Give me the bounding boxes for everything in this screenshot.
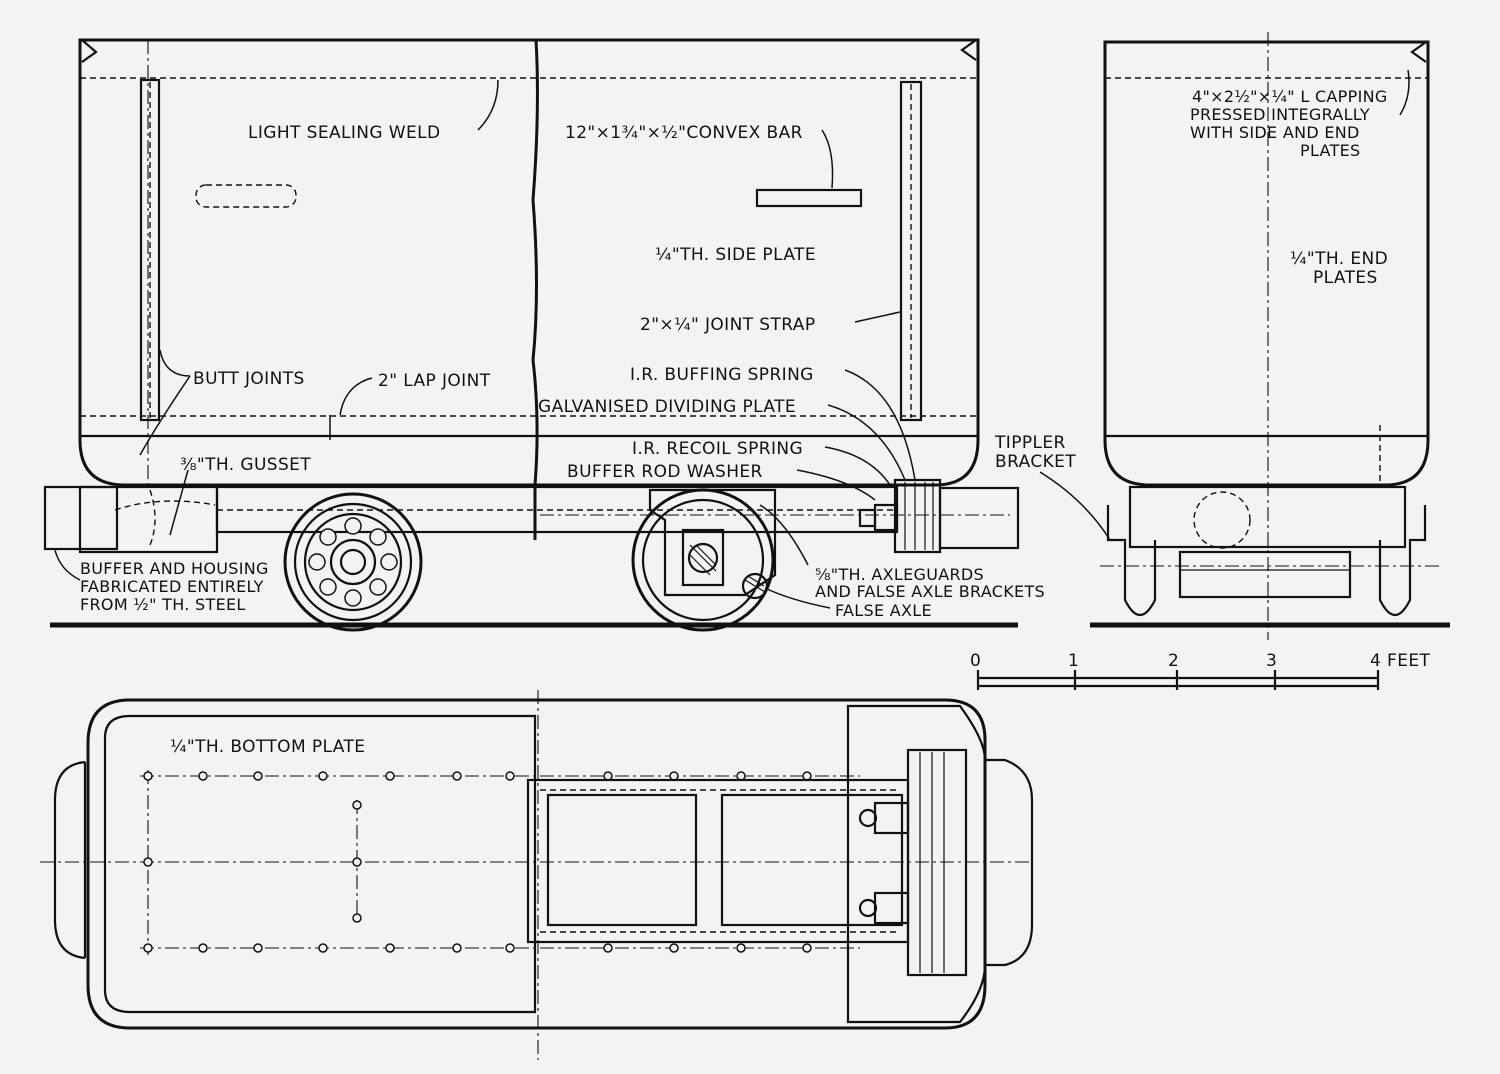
- label-end-plates-2: PLATES: [1313, 268, 1378, 288]
- label-tippler-2: BRACKET: [995, 452, 1076, 472]
- label-capping-4: PLATES: [1300, 141, 1360, 160]
- annotations: LIGHT SEALING WELD 12"×1¾"×½"CONVEX BAR …: [80, 87, 1388, 757]
- label-buffer-housing-3: FROM ½" TH. STEEL: [80, 595, 246, 614]
- side-elevation: [43, 38, 1020, 632]
- label-axleguards-2: AND FALSE AXLE BRACKETS: [815, 582, 1045, 601]
- left-joint-strap: [139, 78, 161, 422]
- left-wheel: [283, 492, 423, 632]
- label-convex-bar: 12"×1¾"×½"CONVEX BAR: [565, 123, 803, 143]
- label-axleguards-1: ⅝"TH. AXLEGUARDS: [815, 565, 984, 584]
- label-capping-2: PRESSED INTEGRALLY: [1190, 105, 1370, 124]
- sealing-weld-slot: [195, 184, 297, 208]
- false-axle: [741, 572, 769, 600]
- label-side-plate: ¼"TH. SIDE PLATE: [655, 245, 816, 265]
- scale-tick-1: 1: [1068, 651, 1079, 671]
- joint-strap: [899, 80, 923, 422]
- plan-buffer-end: [846, 704, 1034, 1024]
- label-ir-buffing-spring: I.R. BUFFING SPRING: [630, 365, 814, 385]
- label-end-plates-1: ¼"TH. END: [1290, 249, 1388, 269]
- scale-tick-4: 4 FEET: [1370, 651, 1430, 671]
- convex-bar: [755, 188, 863, 208]
- rivet-columns: [143, 800, 362, 923]
- label-buffer-housing-1: BUFFER AND HOUSING: [80, 559, 269, 578]
- label-buffer-rod-washer: BUFFER ROD WASHER: [567, 462, 763, 482]
- butt-joint-line: [531, 39, 539, 540]
- scale-bar: 0 1 2 3 4 FEET: [970, 651, 1430, 690]
- label-joint-strap: 2"×¼" JOINT STRAP: [640, 315, 815, 335]
- label-galvanised-dividing-plate: GALVANISED DIVIDING PLATE: [538, 397, 796, 417]
- label-ir-recoil-spring: I.R. RECOIL SPRING: [632, 439, 803, 459]
- leader-lines: [54, 69, 1410, 609]
- buffing-spring-assembly: [858, 478, 1020, 554]
- label-lap-joint: 2" LAP JOINT: [378, 371, 491, 391]
- label-light-sealing-weld: LIGHT SEALING WELD: [248, 123, 440, 143]
- axleguard: [648, 488, 777, 597]
- label-butt-joints: BUTT JOINTS: [193, 369, 305, 389]
- scale-tick-2: 2: [1168, 651, 1179, 671]
- tub-body-outline: [78, 38, 980, 487]
- plan-outer-outline: [86, 698, 987, 1030]
- rivet-row-top: [143, 771, 812, 781]
- rivet-row-bottom: [143, 943, 812, 953]
- label-tippler-1: TIPPLER: [994, 433, 1066, 453]
- end-elevation: [1090, 32, 1450, 640]
- underframe-plan: [526, 778, 910, 944]
- label-false-axle: FALSE AXLE: [835, 601, 932, 620]
- label-buffer-housing-2: FABRICATED ENTIRELY: [80, 577, 264, 596]
- right-wheel: [631, 488, 775, 632]
- scale-tick-0: 0: [970, 651, 981, 671]
- label-capping-1: 4"×2½"×¼" L CAPPING: [1192, 87, 1388, 106]
- label-bottom-plate: ¼"TH. BOTTOM PLATE: [170, 737, 365, 757]
- label-capping-3: WITH SIDE AND END: [1190, 123, 1360, 142]
- plan-view: [40, 690, 1034, 1060]
- scale-tick-3: 3: [1266, 651, 1277, 671]
- label-gusset: ⅜"TH. GUSSET: [180, 455, 311, 475]
